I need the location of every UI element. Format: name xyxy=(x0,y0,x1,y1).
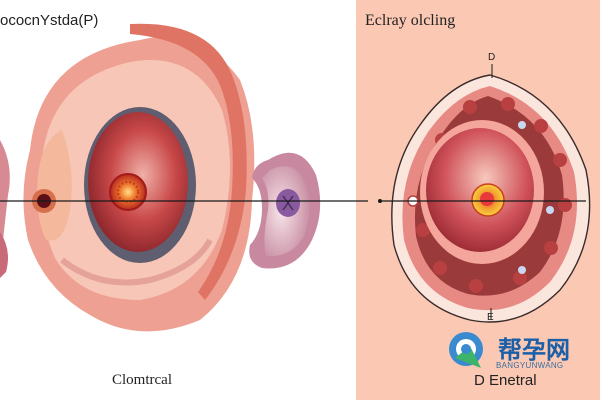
ovary-middle xyxy=(249,152,321,269)
marker-d-label: D xyxy=(488,52,496,63)
follicle-right-core xyxy=(480,192,494,206)
label-top-left: ococnYstda(P) xyxy=(0,12,99,29)
label-bottom-left: Clomtrcal xyxy=(112,372,172,388)
left-edge-tissue-lower xyxy=(0,232,8,278)
label-bottom-right: D Enetral xyxy=(474,372,537,389)
watermark-logo-icon xyxy=(449,332,483,368)
watermark-chinese-text: 帮孕网 xyxy=(498,337,570,364)
watermark-english-text: BANGYUNWANG xyxy=(496,361,564,370)
follicle-left-texture xyxy=(117,181,139,203)
ovary-x-mark xyxy=(282,195,294,211)
marker-e-label: E xyxy=(487,312,494,323)
follicle-left xyxy=(109,173,147,211)
axis-end-dot xyxy=(378,199,382,203)
label-top-right: Eclray olcling xyxy=(365,12,456,29)
